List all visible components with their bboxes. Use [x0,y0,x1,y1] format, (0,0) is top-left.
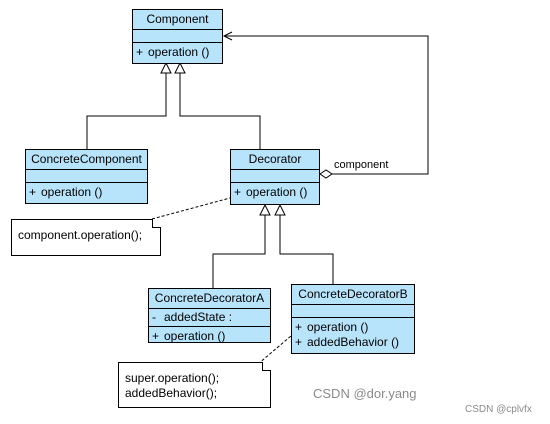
class-name: ConcreteDecoratorB [292,285,414,305]
class-name: ConcreteComponent [26,150,147,170]
note-anchor-decorator [151,197,231,220]
inheritance-line-decorator [179,73,261,149]
inheritance-line-decoratorb [279,215,334,284]
class-attributes [231,170,319,183]
class-attributes [26,170,147,183]
class-name: ConcreteDecoratorA [149,289,270,309]
class-operations: +operation () [29,185,103,199]
note-line: component.operation(); [18,228,143,242]
note-line: addedBehavior(); [125,386,218,400]
association-label: component [334,159,389,171]
inheritance-arrow-decoratora [259,203,271,216]
note-anchor-decoratorb [257,329,299,365]
aggregation-diamond [319,169,333,179]
note-fold-corner [262,362,271,371]
note-line: super.operation(); [125,371,220,385]
inheritance-arrow-decoratorb [274,203,286,216]
class-name: Component [133,10,222,30]
class-component[interactable]: Component +operation () [132,9,223,64]
class-operations: +operation () [136,45,210,59]
inheritance-line-concretecomponent [86,73,167,149]
class-concrete-decorator-a[interactable]: ConcreteDecoratorA -addedState : +operat… [148,288,271,343]
class-operations: +operation () [234,185,308,199]
inheritance-arrow-decorator [174,61,186,74]
class-concrete-component[interactable]: ConcreteComponent +operation () [25,149,148,204]
inheritance-arrow-concretecomponent [160,61,172,74]
association-arrowhead [222,31,233,41]
class-operations: +operation () [152,329,226,343]
association-line [224,35,429,175]
note-decorator: component.operation(); [11,219,161,256]
watermark-main: CSDN @dor.yang [313,386,417,401]
class-attributes: -addedState : [149,309,270,327]
note-decorator-b: super.operation(); addedBehavior(); [118,362,271,408]
class-attributes [292,305,414,318]
class-name: Decorator [231,150,319,170]
class-attributes [133,30,222,43]
class-decorator[interactable]: Decorator +operation () [230,149,320,205]
note-fold-corner [152,219,161,228]
class-operations: +operation () +addedBehavior () [295,320,400,349]
inheritance-line-decoratora [212,215,266,288]
watermark-corner: CSDN @cplvfx [465,404,532,415]
class-concrete-decorator-b[interactable]: ConcreteDecoratorB +operation () +addedB… [291,284,415,354]
